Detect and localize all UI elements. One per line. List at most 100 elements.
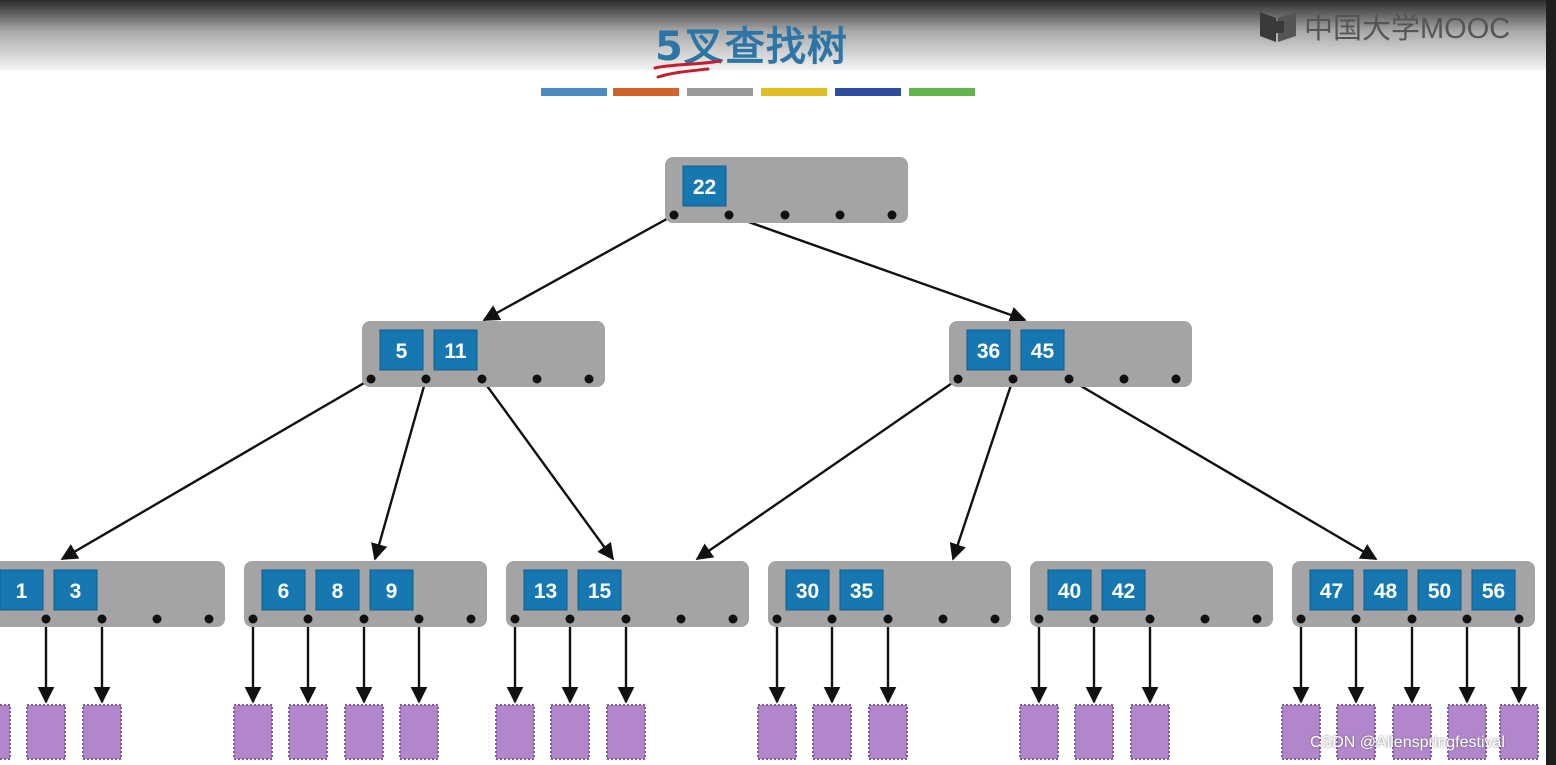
key-box — [1020, 329, 1065, 371]
pointer-dot — [366, 374, 376, 384]
key-box — [433, 329, 478, 371]
pointer-dot — [1171, 374, 1181, 384]
pointer-dot — [1089, 614, 1099, 624]
key-label: 13 — [534, 580, 557, 603]
pointer-edge — [371, 378, 428, 561]
key-label: 45 — [1031, 340, 1055, 363]
leaf-box — [1336, 704, 1376, 760]
pointer-edge — [695, 378, 959, 560]
external-leaf — [399, 704, 439, 760]
key-box — [1047, 569, 1092, 611]
external-leaf — [1447, 704, 1487, 760]
pointer-dot — [1119, 374, 1129, 384]
pointer-dot — [772, 614, 782, 624]
key-box — [682, 165, 727, 207]
key-label: 47 — [1320, 580, 1343, 603]
key-box — [369, 569, 414, 611]
pointer-dot — [1296, 614, 1306, 624]
leaf-box — [1499, 704, 1539, 760]
pointer-dot — [728, 614, 738, 624]
external-leaf — [812, 704, 852, 760]
color-bar-segment — [687, 88, 753, 96]
pointer-dot — [1200, 614, 1210, 624]
key-label: 42 — [1112, 580, 1135, 603]
color-bar-segment — [613, 88, 679, 96]
key-box — [1101, 569, 1146, 611]
key-label: 15 — [588, 580, 612, 603]
leaf-box — [344, 704, 384, 760]
pointer-dot — [827, 614, 837, 624]
key-label: 11 — [444, 340, 467, 363]
pointer-edge — [1068, 377, 1378, 561]
tree-node-root: 22 — [665, 157, 908, 223]
external-leaf — [1019, 704, 1059, 760]
leaf-box — [288, 704, 328, 760]
pointer-dot — [466, 614, 476, 624]
key-box — [1363, 569, 1408, 611]
key-box — [785, 569, 830, 611]
key-label: 3 — [70, 580, 82, 603]
pointer-dot — [938, 614, 948, 624]
pointer-dot — [1145, 614, 1155, 624]
pointer-dot — [676, 614, 686, 624]
pointer-edge — [482, 213, 675, 322]
pointer-dot — [565, 614, 575, 624]
key-label: 56 — [1482, 580, 1505, 603]
leaf-box — [82, 704, 122, 760]
mooc-logo: 中国大学MOOC — [1258, 8, 1511, 45]
pointer-dot — [510, 614, 520, 624]
external-leaf — [344, 704, 384, 760]
pointer-dot — [669, 210, 679, 220]
pointer-dot — [421, 374, 431, 384]
key-label: 35 — [850, 580, 874, 603]
pointer-edge — [728, 213, 1027, 323]
external-leaf — [233, 704, 273, 760]
mooc-book-icon — [1260, 12, 1296, 42]
pointer-dot — [1034, 614, 1044, 624]
pointer-dot — [724, 210, 734, 220]
leaf-box — [1074, 704, 1114, 760]
pointer-dot — [248, 614, 258, 624]
pointer-dot — [990, 614, 1000, 624]
key-label: 22 — [693, 176, 716, 199]
pointer-dot — [152, 614, 162, 624]
window-edge — [1546, 0, 1556, 765]
slide-title: 5叉查找树 — [655, 24, 848, 70]
key-box — [53, 569, 98, 611]
pointer-dot — [477, 374, 487, 384]
leaf-box — [1130, 704, 1170, 760]
pointer-dot — [584, 374, 594, 384]
handwritten-underline-mark — [653, 59, 722, 79]
pointer-dot — [1514, 614, 1524, 624]
key-label: 50 — [1428, 580, 1451, 603]
key-box — [315, 569, 360, 611]
key-box — [577, 569, 622, 611]
tree-node-n13-15: 13 15 — [506, 561, 749, 627]
logo-text: 中国大学MOOC — [1304, 13, 1511, 45]
color-bar-segment — [835, 88, 901, 96]
leaf-box — [26, 704, 66, 760]
leaf-box — [495, 704, 535, 760]
key-label: 9 — [386, 580, 398, 603]
key-box — [523, 569, 568, 611]
external-leaf — [550, 704, 590, 760]
external-leaf — [0, 704, 11, 760]
pointer-dot — [97, 614, 107, 624]
key-box — [0, 569, 44, 611]
pointer-dot — [532, 374, 542, 384]
key-box — [966, 329, 1011, 371]
key-label: 5 — [396, 340, 408, 363]
pointer-dot — [780, 210, 790, 220]
key-box — [1417, 569, 1462, 611]
leaf-box — [233, 704, 273, 760]
key-box — [839, 569, 884, 611]
leaf-box — [606, 704, 646, 760]
pointer-edge — [481, 378, 614, 561]
pointer-dot — [621, 614, 631, 624]
color-bar-segment — [761, 88, 827, 96]
pointer-dot — [1008, 374, 1018, 384]
